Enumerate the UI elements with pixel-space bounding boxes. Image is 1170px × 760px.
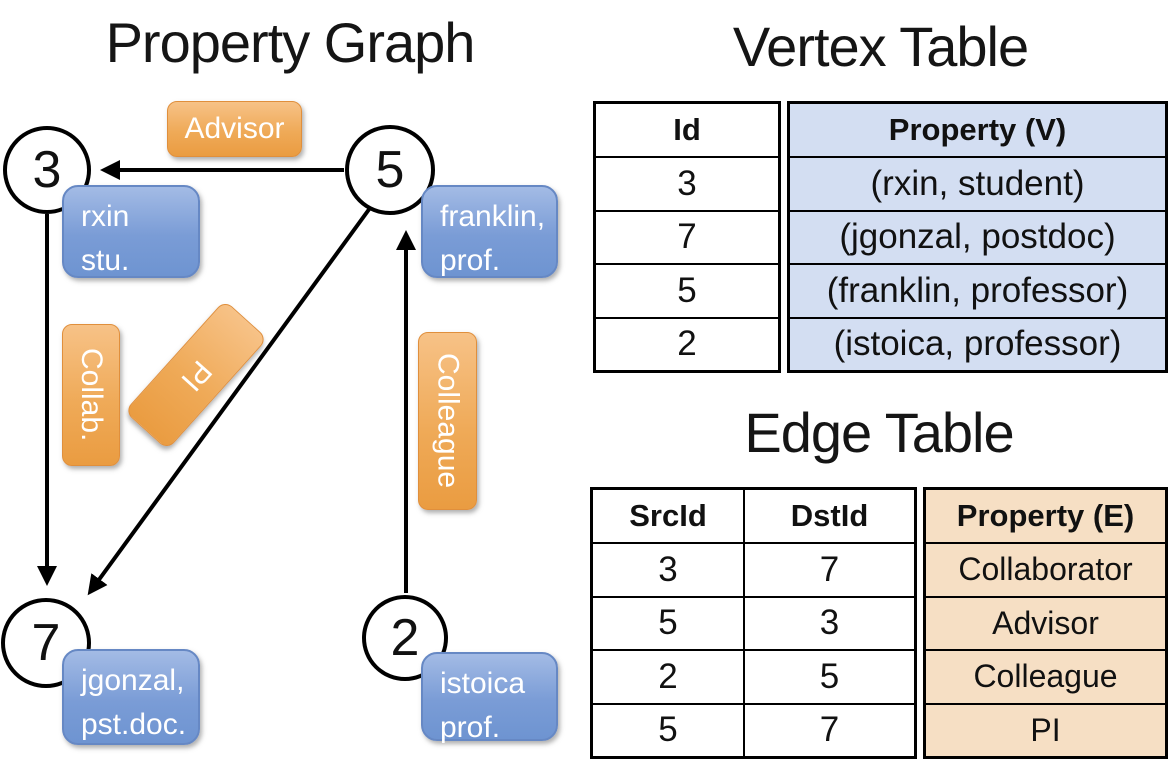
vertex-box-franklin: franklin, prof. (421, 185, 558, 278)
table-row: (franklin, professor) (787, 263, 1168, 319)
vertex-box-franklin-line1: franklin, (440, 200, 546, 233)
node-3-id: 3 (32, 141, 62, 199)
edge-label-collab: Collab. (62, 324, 120, 466)
table-row: 5 (593, 263, 781, 319)
vertex-box-franklin-line2: prof. (440, 244, 501, 277)
edge-srcid-header: SrcId (590, 487, 745, 544)
edge-property-column: Property (E) Collaborator Advisor Collea… (923, 487, 1168, 759)
edge-label-colleague: Colleague (418, 332, 477, 510)
vertex-table: Id 3 7 5 2 Property (V) (rxin, student) … (593, 101, 1168, 373)
vertex-box-jgonzal-line1: jgonzal, (81, 664, 185, 697)
edge-property-header: Property (E) (923, 487, 1168, 544)
node-3: 3 (3, 126, 91, 214)
vertex-property-header: Property (V) (787, 101, 1168, 158)
vertex-box-jgonzal: jgonzal, pst.doc. (62, 649, 200, 745)
edge-dstid-header: DstId (743, 487, 917, 544)
vertex-box-istoica-line2: prof. (440, 711, 501, 744)
edge-table: SrcId DstId 3 7 5 3 2 5 5 7 Property (E)… (590, 487, 1168, 759)
table-row: 5 7 (590, 702, 917, 759)
table-row: (rxin, student) (787, 156, 1168, 212)
edge-src-dst-columns: SrcId DstId 3 7 5 3 2 5 5 7 (590, 487, 917, 759)
table-row: 3 7 (590, 542, 917, 598)
vertex-id-header: Id (593, 101, 781, 158)
node-5: 5 (345, 125, 435, 215)
vertex-property-column: Property (V) (rxin, student) (jgonzal, p… (787, 101, 1168, 373)
edge-label-advisor: Advisor (167, 101, 302, 157)
table-row: Collaborator (923, 542, 1168, 598)
table-row: 2 5 (590, 649, 917, 705)
node-5-id: 5 (375, 141, 405, 199)
edge-label-pi: PI (124, 299, 268, 451)
table-row: Advisor (923, 595, 1168, 651)
table-row: 2 (593, 316, 781, 373)
vertex-box-rxin: rxin stu. (62, 185, 200, 278)
vertex-id-column: Id 3 7 5 2 (593, 101, 781, 373)
vertex-box-rxin-line2: stu. (81, 244, 130, 277)
vertex-table-title: Vertex Table (732, 15, 1029, 78)
table-row: PI (923, 702, 1168, 759)
table-row: (jgonzal, postdoc) (787, 209, 1168, 265)
table-row: Colleague (923, 649, 1168, 705)
table-row: 3 (593, 156, 781, 212)
table-row: 7 (593, 209, 781, 265)
vertex-box-rxin-line1: rxin (81, 200, 130, 233)
property-graph-title: Property Graph (105, 11, 476, 74)
node-7-id: 7 (31, 614, 61, 672)
vertex-box-jgonzal-line2: pst.doc. (81, 708, 187, 741)
edge-table-title: Edge Table (744, 401, 1014, 464)
table-row: 5 3 (590, 595, 917, 651)
table-row: (istoica, professor) (787, 316, 1168, 373)
node-2-id: 2 (390, 609, 420, 667)
vertex-box-istoica-line1: istoica (440, 667, 526, 700)
vertex-box-istoica: istoica prof. (421, 652, 558, 744)
